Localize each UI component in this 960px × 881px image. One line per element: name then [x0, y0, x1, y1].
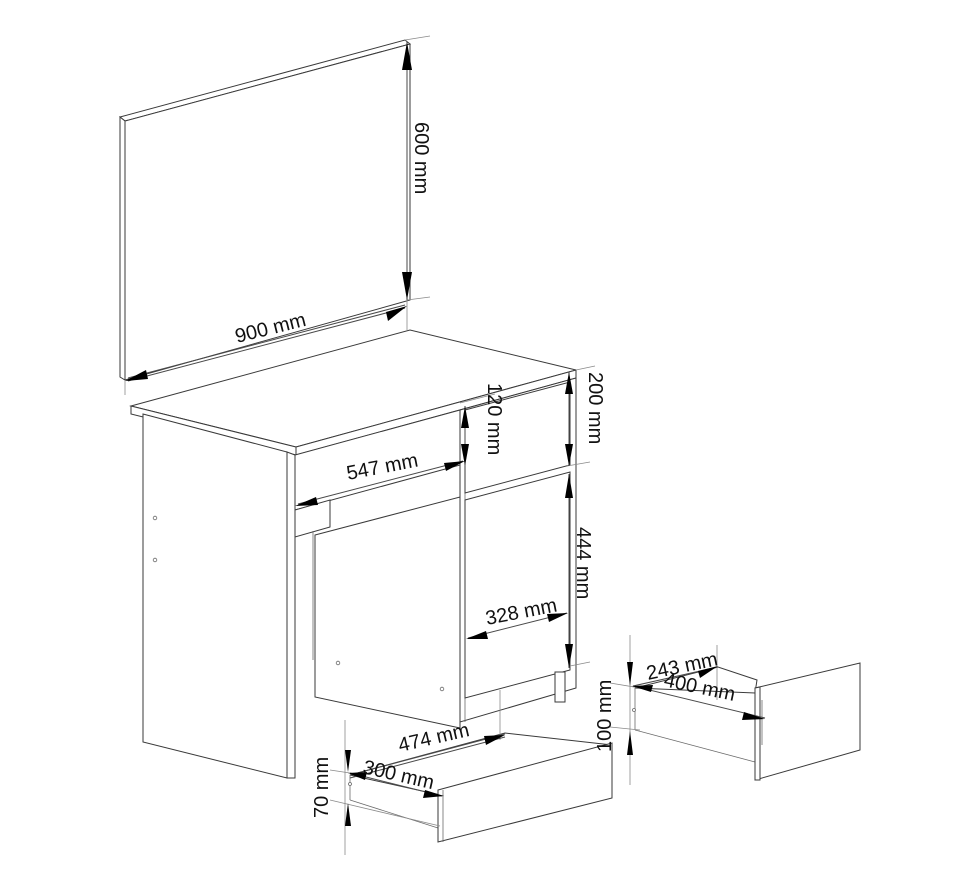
open-compartment: [312, 496, 461, 729]
dimension-right-drawer-height: 100 mm: [594, 662, 641, 755]
dimension-left-drawer-height: 70 mm: [311, 750, 441, 827]
label-right-drawer-height: 100 mm: [594, 680, 616, 752]
dimension-door-height: 444 mm: [565, 474, 594, 668]
label-left-drawer-height: 70 mm: [311, 757, 333, 818]
label-top-drawer-height: 120 mm: [483, 383, 505, 455]
label-top-section-height: 200 mm: [584, 372, 606, 444]
desk-top: [129, 329, 577, 456]
left-side-panel: [142, 413, 296, 779]
label-door-height: 444 mm: [572, 527, 594, 599]
dimension-mirror-height: 600 mm: [402, 42, 432, 300]
mirror-panel: [118, 39, 412, 381]
dimension-top-section-height: 200 mm: [565, 365, 606, 467]
left-drawer: [348, 732, 613, 843]
top-drawer-front: [294, 409, 461, 538]
label-mirror-height: 600 mm: [410, 122, 432, 194]
dimension-top-drawer-height: 120 mm: [459, 383, 505, 466]
right-cabinet: [459, 377, 577, 723]
right-drawer: [632, 662, 861, 781]
